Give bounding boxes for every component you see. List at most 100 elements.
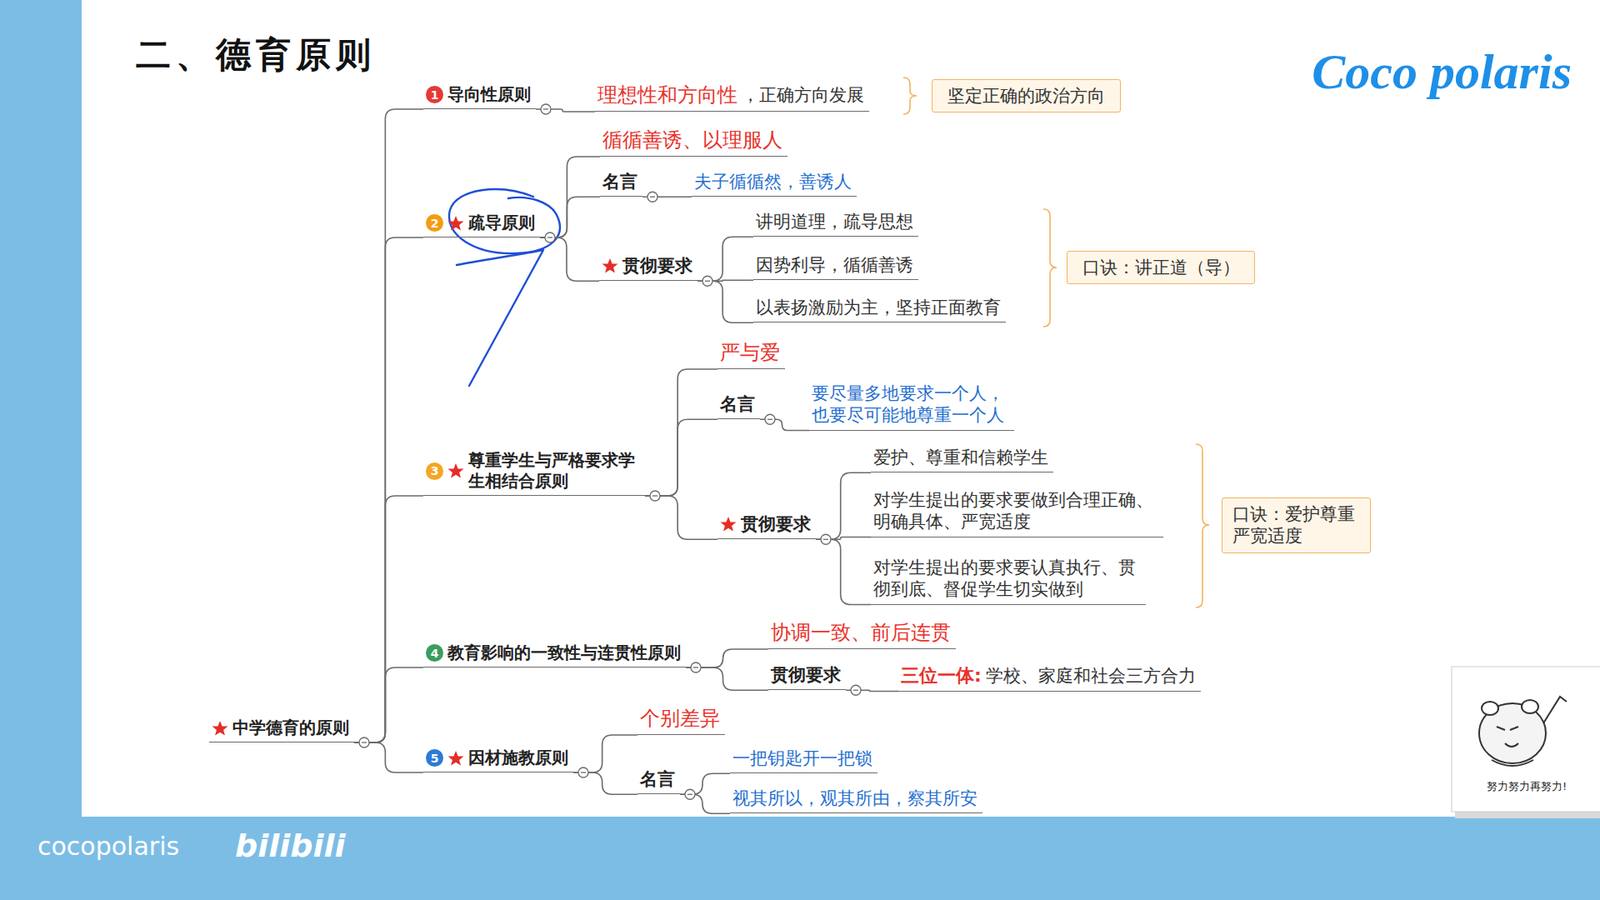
mindmap-node: 个别差异 [637, 704, 725, 735]
node-text: 中学德育的原则 [232, 717, 350, 739]
node-text: 因材施教原则 [468, 747, 569, 769]
collapse-icon [850, 685, 861, 695]
callout-number: 5 [425, 749, 444, 767]
mindmap-node: 理想性和方向性，正确方向发展 [595, 80, 870, 112]
node-text: 贯彻要求 [740, 513, 811, 535]
node-text: 名言 [640, 768, 675, 790]
panel [1451, 666, 1600, 812]
collapse-icon [820, 534, 831, 545]
mindmap-node: 严与爱 [717, 338, 785, 370]
mindmap-node: 中学德育的原则 [209, 715, 355, 743]
node-text: 循循善诱、以理服人 [602, 127, 783, 153]
mindmap-node: 2 疏导原则 [423, 210, 540, 238]
star-icon [211, 720, 229, 737]
node-text: 疏导原则 [468, 212, 535, 234]
collapse-icon [685, 789, 695, 800]
brace [1043, 209, 1057, 327]
node-text: 协调一致、前后连贯 [770, 620, 951, 645]
node-text: 名言 [602, 170, 638, 193]
node-text: 个别差异 [640, 705, 720, 731]
branch-line [815, 539, 871, 605]
node-text: 贯彻要求 [770, 664, 841, 686]
sticker-caption: 努力努力再努力! [1468, 779, 1585, 795]
node-text: 坚定正确的政治方向 [947, 85, 1105, 107]
mindmap-node: 协调一致、前后连贯 [768, 618, 956, 650]
channel-name: cocopolaris [37, 831, 180, 861]
node-text: 对学生提出的要求要做到合理正确、 明确具体、严宽适度 [873, 489, 1159, 534]
brace [903, 77, 917, 115]
mindmap-node: 3 尊重学生与严格要求学 生相结合原则 [423, 448, 645, 496]
mindmap-node: 因势利导，循循善诱 [753, 252, 919, 280]
branch-line [354, 237, 424, 743]
node-text: 要尽量多地要求一个人， 也要尽可能地尊重一个人 [811, 382, 1010, 427]
mindmap-node: 视其所以，观其所由，察其所安 [730, 785, 983, 814]
collapse-icon [702, 275, 713, 286]
collapse-icon [359, 737, 370, 748]
mindmap-node: 1导向性原则 [423, 82, 536, 110]
callout-number: 2 [425, 214, 444, 232]
branch-line [573, 735, 638, 773]
hamster-figure [1479, 696, 1567, 766]
node-text: 因势利导，循循善诱 [755, 254, 914, 276]
node-text: 爱护、尊重和信赖学生 [873, 446, 1049, 469]
star-icon [447, 215, 465, 232]
node-text: 三位一体: [900, 664, 982, 688]
mindmap-node: 以表扬激励为主，坚持正面教育 [753, 295, 1006, 323]
branch-line [645, 369, 718, 496]
mindmap-node: 对学生提出的要求要做到合理正确、 明确具体、严宽适度 [870, 487, 1164, 538]
callout-number: 3 [425, 462, 444, 480]
site-logo: bilibili [235, 827, 346, 865]
node-text: 视其所以，观其所由，察其所安 [732, 787, 978, 810]
node-text: 口诀：爱护尊重 严宽适度 [1232, 503, 1360, 548]
mindmap-node: 讲明道理，疏导思想 [753, 209, 919, 237]
branch-line [815, 472, 871, 540]
branch-line [354, 495, 424, 743]
callout-number: 1 [425, 85, 444, 104]
branch-line [645, 419, 718, 496]
mnemonic-box: 口诀：讲正道（导） [1066, 250, 1255, 285]
mindmap-node: 4教育影响的一致性与连贯性原则 [423, 640, 686, 668]
node-text: 尊重学生与严格要求学 生相结合原则 [468, 450, 640, 492]
node-text: 对学生提出的要求要认真执行、贯 彻到底、督促学生切实做到 [873, 556, 1141, 601]
mindmap-node: 对学生提出的要求要认真执行、贯 彻到底、督促学生切实做到 [870, 555, 1146, 605]
node-text: 口诀：讲正道（导） [1082, 256, 1240, 279]
star-icon [720, 515, 737, 533]
collapse-icon [578, 767, 589, 778]
hand-annotation [449, 189, 560, 386]
collapse-icon [647, 191, 658, 202]
node-text: 一把钥匙开一把锁 [732, 747, 873, 770]
mindmap-node: 一把钥匙开一把锁 [730, 745, 878, 774]
mindmap-node: 贯彻要求 [768, 662, 846, 690]
watermark: Coco polaris [1311, 43, 1572, 101]
hand-stroke [456, 250, 544, 386]
mindmap-node: 三位一体:学校、家庭和社会三方合力 [898, 662, 1201, 692]
star-icon [447, 750, 465, 767]
hamster-panel [1451, 666, 1600, 819]
node-text: ，正确方向发展 [741, 84, 865, 106]
node-text: 贯彻要求 [622, 255, 693, 277]
mindmap-node: 名言 [637, 766, 680, 795]
callout-number: 4 [425, 644, 444, 662]
node-text: 以表扬激励为主，坚持正面教育 [755, 296, 1001, 319]
branch-line [645, 495, 718, 540]
mindmap-node: 要尽量多地要求一个人， 也要尽可能地尊重一个人 [809, 380, 1015, 431]
brace [1195, 444, 1210, 608]
star-icon [601, 257, 619, 275]
collapse-icon [765, 414, 775, 425]
branch-line [354, 109, 424, 743]
node-text: 严与爱 [720, 340, 780, 365]
mnemonic-box: 坚定正确的政治方向 [931, 79, 1121, 113]
node-text: 教育影响的一致性与连贯性原则 [447, 642, 681, 664]
node-text: 讲明道理，疏导思想 [755, 210, 914, 233]
node-text: 名言 [720, 393, 755, 415]
collapse-icon [690, 662, 701, 673]
branch-line [540, 237, 600, 281]
slide-title: 二、德育原则 [135, 31, 376, 79]
collapse-icon [650, 490, 660, 501]
mindmap-node: 5 因材施教原则 [423, 745, 574, 773]
branch-line [540, 196, 600, 238]
mindmap-node: 贯彻要求 [599, 253, 698, 281]
hand-circle [449, 189, 560, 254]
collapse-icon [540, 104, 551, 115]
